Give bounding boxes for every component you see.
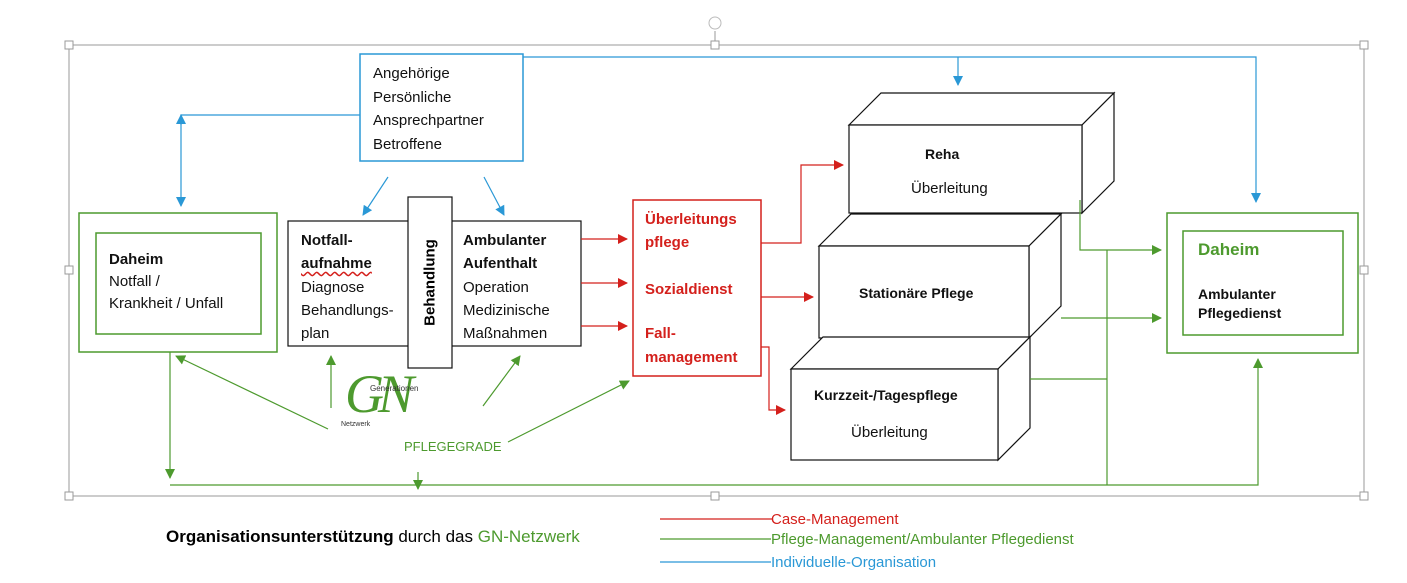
pflegegrade-label: PFLEGEGRADE	[404, 439, 502, 454]
footer-green: GN-Netzwerk	[477, 527, 580, 546]
daheim-left-line2: Krankheit / Unfall	[109, 295, 224, 312]
legend-case-management: Case-Management	[771, 511, 899, 528]
case-management-box	[632, 199, 762, 377]
reha-title: Reha	[925, 146, 960, 162]
ambulant-title1: Ambulanter	[463, 232, 547, 249]
footer-bold: Organisationsunterstützung	[166, 527, 394, 546]
logo-top-text: Generationen	[370, 384, 418, 393]
daheim-right-inner-box	[1182, 230, 1344, 336]
notfall-line2: Behandlungs-	[301, 302, 394, 319]
reha-sub: Überleitung	[911, 180, 988, 197]
gn-logo: GN Generationen Netzwerk	[341, 364, 423, 428]
case-item1b: pflege	[645, 234, 690, 251]
footer-caption: Organisationsunterstützung durch das GN-…	[166, 527, 580, 547]
red-connectors	[581, 160, 844, 415]
legend-pflege-management: Pflege-Management/Ambulanter Pflegediens…	[771, 531, 1074, 548]
angehoerige-line3: Ansprechpartner	[373, 112, 484, 129]
notfall-title1: Notfall-	[301, 232, 353, 249]
selection-frame[interactable]	[64, 16, 1369, 501]
angehoerige-box	[359, 53, 524, 162]
daheim-right-title: Daheim	[1198, 240, 1260, 259]
kurzzeit-3d-box	[789, 335, 1032, 462]
blue-connectors	[176, 56, 1261, 216]
ambulant-line1: Operation	[463, 279, 529, 296]
legend-lines	[660, 518, 773, 563]
logo-letters: GN	[345, 364, 417, 424]
kurzzeit-title: Kurzzeit-/Tagespflege	[814, 387, 958, 403]
notfall-title2: aufnahme	[301, 255, 372, 272]
behandlung-bar	[407, 196, 453, 369]
case-item2: Sozialdienst	[645, 281, 733, 298]
case-item1a: Überleitungs	[645, 211, 737, 228]
ambulant-line3: Maßnahmen	[463, 325, 548, 342]
angehoerige-line4: Betroffene	[373, 136, 442, 153]
notfall-line1: Diagnose	[301, 279, 365, 296]
daheim-right-line2: Pflegedienst	[1198, 305, 1282, 321]
kurzzeit-sub: Überleitung	[851, 424, 928, 441]
logo-bottom-text: Netzwerk	[341, 421, 371, 428]
legend-individuelle-organisation: Individuelle-Organisation	[771, 554, 937, 571]
ambulant-title2: Aufenthalt	[463, 255, 538, 272]
green-connectors	[165, 200, 1263, 490]
stationaer-title: Stationäre Pflege	[859, 285, 974, 301]
reha-3d-box	[847, 91, 1116, 215]
daheim-right-line1: Ambulanter	[1198, 286, 1276, 302]
daheim-left-inner-box	[95, 232, 262, 335]
daheim-right-outer-box	[1166, 212, 1359, 354]
daheim-left-line1: Notfall /	[109, 273, 160, 290]
notfall-line3: plan	[301, 325, 330, 342]
ambulant-line2: Medizinische	[463, 302, 550, 319]
stationaer-3d-box	[817, 212, 1063, 340]
angehoerige-line1: Angehörige	[373, 65, 450, 82]
angehoerige-line2: Persönliche	[373, 89, 452, 106]
behandlung-label: Behandlung	[421, 239, 439, 326]
case-item3a: Fall-	[645, 325, 676, 342]
case-item3b: management	[645, 349, 738, 366]
daheim-left-title: Daheim	[109, 251, 164, 268]
daheim-left-outer-box	[78, 212, 278, 353]
footer-middle: durch das	[393, 527, 478, 546]
